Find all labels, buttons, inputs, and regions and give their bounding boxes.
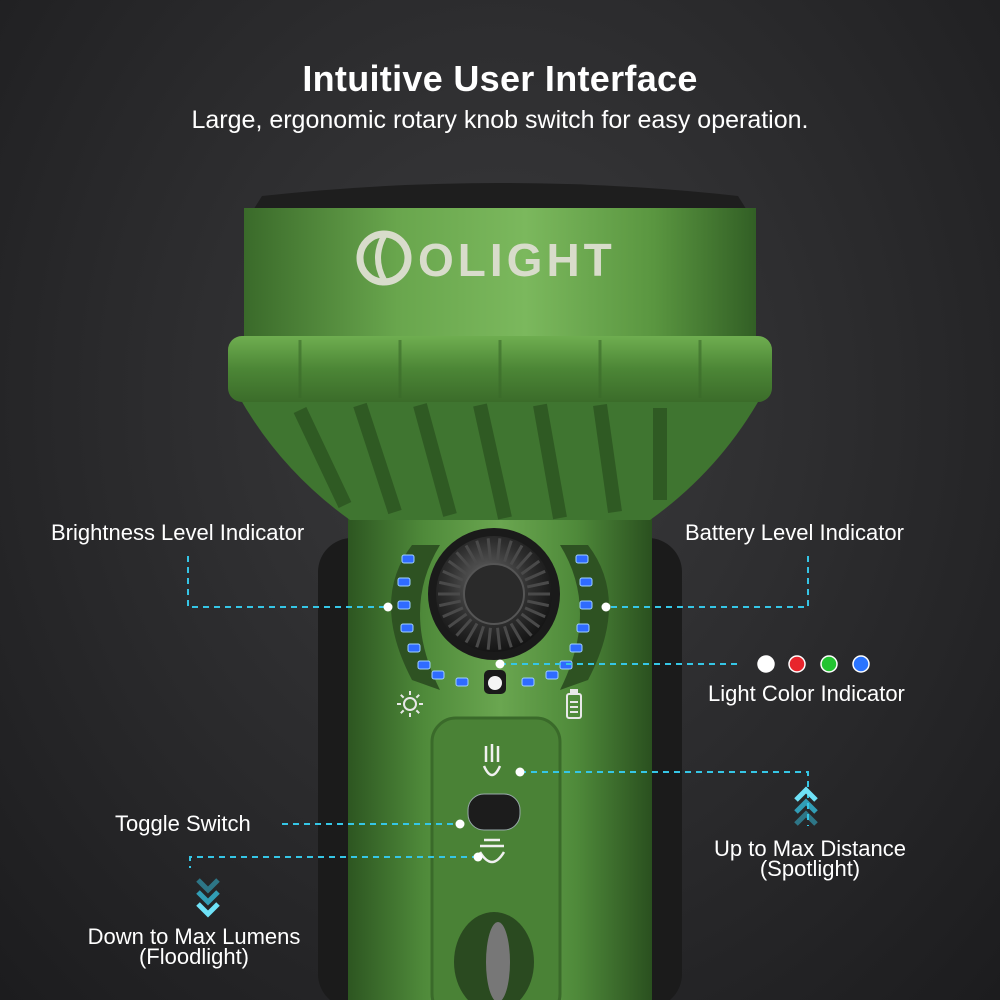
- light-color-dots: [757, 655, 870, 673]
- indicator-led: [417, 660, 431, 670]
- rotary-knob-icon[interactable]: [428, 528, 560, 660]
- spotlight-beam-icon: [482, 744, 502, 777]
- olight-logo: OLIGHT: [356, 230, 616, 286]
- page-title: Intuitive User Interface: [302, 58, 698, 99]
- spotlight-label-line1: Up to Max Distance: [714, 836, 906, 861]
- floodlight-beam-icon: [478, 838, 506, 864]
- toggle-switch-label: Toggle Switch: [115, 811, 251, 836]
- battery-indicator-label: Battery Level Indicator: [685, 520, 904, 545]
- indicator-led: [575, 554, 589, 564]
- battery-icon: [566, 689, 582, 719]
- indicator-led: [397, 600, 411, 610]
- flashlight-head: [244, 208, 756, 340]
- brightness-indicator-label: Brightness Level Indicator: [51, 520, 305, 545]
- indicator-led: [579, 600, 593, 610]
- indicator-led: [407, 643, 421, 653]
- indicator-leds: [397, 554, 593, 687]
- indicator-led: [576, 623, 590, 633]
- indicator-led: [545, 670, 559, 680]
- logo-text: OLIGHT: [418, 234, 616, 286]
- light-color-led: [488, 676, 502, 690]
- chevron-up-icon: [794, 786, 818, 826]
- head-crown: [252, 183, 748, 212]
- toggle-switch[interactable]: [467, 793, 521, 831]
- spotlight-label-line2: (Spotlight): [759, 856, 861, 881]
- floodlight-label-line1: Down to Max Lumens: [87, 924, 301, 949]
- floodlight-label-line2: (Floodlight): [138, 944, 250, 969]
- indicator-led: [397, 577, 411, 587]
- page-subtitle: Large, ergonomic rotary knob switch for …: [191, 106, 809, 134]
- indicator-led: [569, 643, 583, 653]
- indicator-led: [579, 577, 593, 587]
- indicator-led: [401, 554, 415, 564]
- chevron-down-icon: [196, 878, 220, 918]
- indicator-led: [400, 623, 414, 633]
- indicator-led: [521, 677, 535, 687]
- sun-icon: [397, 691, 423, 717]
- indicator-led: [431, 670, 445, 680]
- right-indicator-track: [560, 545, 609, 690]
- indicator-led: [455, 677, 469, 687]
- light-color-indicator-label: Light Color Indicator: [708, 681, 905, 706]
